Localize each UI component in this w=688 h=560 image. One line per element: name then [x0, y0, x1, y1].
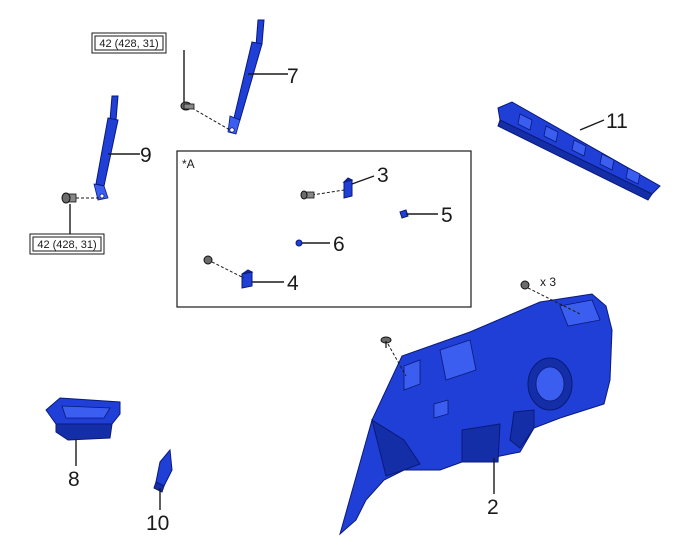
- part-3-screw-path: [311, 189, 345, 196]
- part-7-bolt-path: [191, 107, 231, 131]
- part-2-push-clip: [380, 336, 392, 348]
- part-2-screw: [520, 280, 530, 290]
- part-7-bolt: [180, 101, 195, 111]
- callout-8: 8: [68, 468, 80, 491]
- inset-box-a: *A: [176, 150, 472, 308]
- torque-spec-lower: 42 (428, 31): [37, 239, 96, 251]
- part-4-bolt: [203, 255, 213, 265]
- leader-11: [579, 119, 605, 131]
- torque-box-upper: 42 (428, 31): [91, 32, 167, 54]
- callout-6: 6: [333, 233, 345, 256]
- part-5-clip: [399, 209, 409, 219]
- callout-9: 9: [140, 144, 152, 167]
- callout-4: 4: [287, 272, 299, 295]
- part-9-belt-anchor: [93, 95, 119, 201]
- callout-10: 10: [146, 512, 169, 535]
- part-7-belt-anchor: [227, 19, 265, 135]
- part-8-storage-box: [45, 397, 121, 441]
- callout-7: 7: [287, 65, 299, 88]
- part-3-screw: [300, 190, 315, 200]
- part-2-quarter-trim-panel: [339, 293, 613, 536]
- inset-label: *A: [182, 157, 195, 171]
- screw-quantity-note: x 3: [540, 275, 556, 289]
- callout-5: 5: [441, 204, 453, 227]
- callout-2: 2: [487, 496, 499, 519]
- torque-box-lower: 42 (428, 31): [29, 233, 105, 255]
- part-11-trim-rail: [497, 101, 661, 201]
- part-10-bracket: [153, 448, 173, 493]
- part-3-clip: [342, 177, 354, 199]
- part-6-clip: [295, 239, 303, 247]
- callout-11: 11: [606, 110, 628, 133]
- torque-spec-upper: 42 (428, 31): [99, 38, 158, 50]
- leader-3: [351, 175, 375, 185]
- part-4-bolt-path: [211, 261, 245, 279]
- part-9-bolt: [61, 192, 77, 204]
- part-2-clip-path: [387, 343, 407, 377]
- part-4-bracket: [241, 269, 254, 289]
- callout-3: 3: [377, 164, 389, 187]
